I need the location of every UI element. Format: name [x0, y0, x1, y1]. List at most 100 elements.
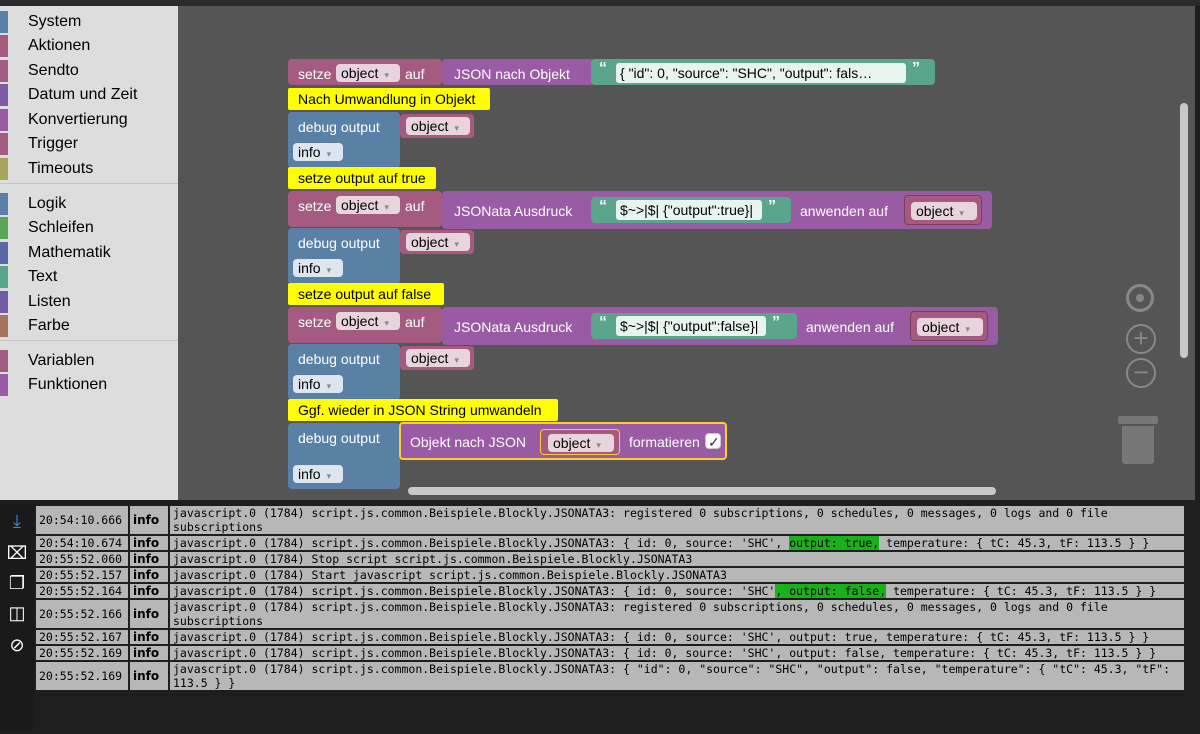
- toolbox-category-trigger[interactable]: Trigger: [0, 132, 178, 156]
- jsonata-expression-true[interactable]: $~>|$| {"output":true}|: [616, 200, 762, 220]
- log-level-dropdown[interactable]: info▾: [293, 259, 343, 277]
- variable-dropdown[interactable]: object▾: [336, 312, 400, 330]
- json-string-field[interactable]: { "id": 0, "source": "SHC", "output": fa…: [616, 63, 906, 83]
- category-color-swatch: [0, 35, 8, 57]
- log-level-dropdown[interactable]: info▾: [293, 375, 343, 393]
- comment-block-4[interactable]: Ggf. wieder in JSON String umwandeln: [288, 399, 558, 421]
- category-color-swatch: [0, 193, 8, 215]
- category-label: Variablen: [28, 352, 95, 369]
- variable-dropdown[interactable]: object▾: [548, 434, 614, 452]
- category-label: Datum und Zeit: [28, 86, 138, 103]
- comment-block-2[interactable]: setze output auf true: [288, 167, 436, 189]
- toggle-view-icon[interactable]: ◫: [8, 603, 26, 623]
- toolbox-category-logik[interactable]: Logik: [0, 192, 178, 216]
- variable-dropdown[interactable]: object▾: [336, 196, 400, 214]
- chevron-down-icon: ▾: [384, 202, 389, 212]
- blockly-workspace[interactable]: setze object▾ auf JSON nach Objekt “ { "…: [178, 6, 1195, 500]
- toolbox-category-variablen[interactable]: Variablen: [0, 349, 178, 373]
- toolbox-category-mathematik[interactable]: Mathematik: [0, 241, 178, 265]
- variable-dropdown[interactable]: object▾: [911, 202, 977, 220]
- horizontal-scrollbar[interactable]: [408, 487, 996, 495]
- toolbox-category-system[interactable]: System: [0, 10, 178, 34]
- chevron-down-icon: ▾: [326, 381, 332, 391]
- log-severity: info: [128, 598, 170, 630]
- log-message: javascript.0 (1784) script.js.common.Bei…: [168, 582, 1186, 600]
- category-label: Mathematik: [28, 244, 111, 261]
- log-severity: info: [128, 582, 170, 600]
- download-icon[interactable]: ⤓: [13, 511, 21, 531]
- trash-icon[interactable]: [1118, 416, 1158, 466]
- quote-close-icon: ”: [772, 314, 780, 331]
- to-keyword: auf: [405, 314, 425, 330]
- toolbox-category-farbe[interactable]: Farbe: [0, 314, 178, 338]
- chevron-down-icon: ▾: [596, 440, 601, 450]
- toolbox-category-text[interactable]: Text: [0, 265, 178, 289]
- vertical-scrollbar[interactable]: [1180, 103, 1188, 358]
- log-severity: info: [128, 550, 170, 568]
- log-severity: info: [128, 534, 170, 552]
- zoom-in-icon[interactable]: +: [1126, 324, 1156, 354]
- variable-dropdown[interactable]: object▾: [406, 233, 470, 251]
- debug-keyword: debug output: [298, 430, 380, 446]
- log-toolbar: ⤓ ⌧ ❐ ◫ ⊘: [0, 504, 34, 730]
- log-time: 20:55:52.060: [34, 550, 130, 568]
- chevron-down-icon: ▾: [454, 239, 459, 249]
- chevron-down-icon: ▾: [326, 149, 332, 159]
- log-highlight: , output: false,: [775, 584, 887, 598]
- debug-keyword: debug output: [298, 351, 380, 367]
- log-level-dropdown[interactable]: info▾: [293, 465, 343, 483]
- debug-keyword: debug output: [298, 235, 380, 251]
- log-time: 20:55:52.167: [34, 628, 130, 646]
- toolbox-category-listen[interactable]: Listen: [0, 290, 178, 314]
- format-checkbox[interactable]: ✓: [705, 433, 721, 450]
- copy-icon[interactable]: ❐: [8, 573, 26, 593]
- zoom-out-icon[interactable]: −: [1126, 358, 1156, 388]
- category-label: System: [28, 13, 82, 30]
- jsonata-expression-false[interactable]: $~>|$| {"output":false}|: [616, 316, 766, 336]
- log-time: 20:55:52.166: [34, 598, 130, 630]
- clear-icon[interactable]: ⌧: [6, 543, 28, 563]
- comment-block-3[interactable]: setze output auf false: [288, 283, 444, 305]
- log-time: 20:55:52.157: [34, 566, 130, 584]
- toolbox-category-konvertierung[interactable]: Konvertierung: [0, 108, 178, 132]
- recenter-icon[interactable]: [1126, 284, 1154, 312]
- variable-dropdown[interactable]: object▾: [406, 117, 470, 135]
- category-color-swatch: [0, 374, 8, 396]
- log-severity: info: [128, 504, 170, 536]
- log-time: 20:55:52.169: [34, 644, 130, 662]
- comment-block-1[interactable]: Nach Umwandlung in Objekt: [288, 88, 490, 110]
- category-label: Text: [28, 268, 58, 285]
- variable-dropdown[interactable]: object▾: [336, 64, 400, 82]
- json-to-object-block[interactable]: [442, 59, 594, 85]
- category-label: Konvertierung: [28, 111, 128, 128]
- chevron-down-icon: ▾: [384, 318, 389, 328]
- toolbox-category-funktionen[interactable]: Funktionen: [0, 373, 178, 397]
- top-bar: [0, 0, 1200, 6]
- log-message: javascript.0 (1784) script.js.common.Bei…: [168, 534, 1186, 552]
- log-severity: info: [128, 628, 170, 646]
- toolbox-category-aktionen[interactable]: Aktionen: [0, 34, 178, 58]
- log-message: javascript.0 (1784) Start javascript scr…: [168, 566, 1186, 584]
- toolbox-category-datum-und-zeit[interactable]: Datum und Zeit: [0, 83, 178, 107]
- variable-dropdown[interactable]: object▾: [406, 349, 470, 367]
- to-keyword: auf: [405, 66, 425, 82]
- log-scrollbar[interactable]: [1188, 504, 1198, 730]
- chevron-down-icon: ▾: [384, 70, 389, 80]
- category-label: Schleifen: [28, 219, 94, 236]
- hide-icon[interactable]: ⊘: [9, 635, 25, 655]
- log-level-dropdown[interactable]: info▾: [293, 143, 343, 161]
- toolbox-category-timeouts[interactable]: Timeouts: [0, 157, 178, 181]
- toolbox-category-sendto[interactable]: Sendto: [0, 59, 178, 83]
- log-highlight: output: true,: [789, 536, 880, 550]
- log-time: 20:54:10.666: [34, 504, 130, 536]
- variable-dropdown[interactable]: object▾: [917, 318, 983, 336]
- toolbox-category-schleifen[interactable]: Schleifen: [0, 216, 178, 240]
- log-message: javascript.0 (1784) Stop script script.j…: [168, 550, 1186, 568]
- object-to-json-label: Objekt nach JSON: [410, 434, 526, 450]
- chevron-down-icon: ▾: [959, 208, 964, 218]
- category-label: Funktionen: [28, 376, 108, 393]
